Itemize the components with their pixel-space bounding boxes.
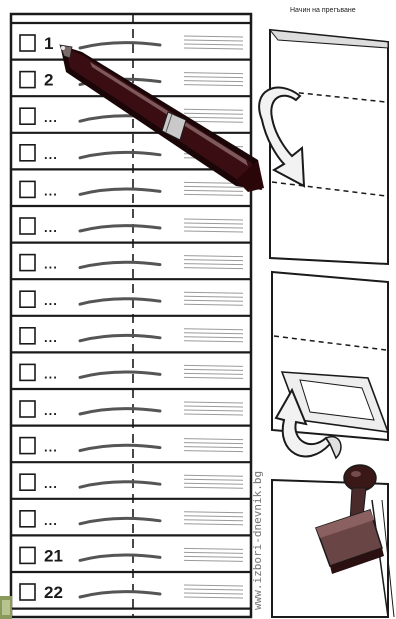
row-label: ... — [44, 293, 58, 308]
folding-caption: Начин на прегъване — [290, 7, 356, 14]
checkbox-icon — [20, 181, 35, 197]
row-label: ... — [44, 330, 58, 345]
checkbox-icon — [20, 474, 35, 490]
checkbox-icon — [20, 511, 35, 527]
checkbox-icon — [20, 255, 35, 271]
checkbox-icon — [20, 401, 35, 417]
checkbox-icon — [20, 108, 35, 124]
checkbox-icon — [20, 438, 35, 454]
row-label: ... — [44, 183, 58, 198]
checkbox-icon — [20, 328, 35, 344]
row-label: 2 — [44, 71, 53, 90]
corner-accent — [0, 596, 12, 619]
row-label: ... — [44, 220, 58, 235]
row-label: ... — [44, 257, 58, 272]
row-label: ... — [44, 366, 58, 381]
row-label: 21 — [44, 546, 63, 565]
checkbox-icon — [20, 72, 35, 88]
checkbox-icon — [20, 547, 35, 563]
row-label: 1 — [44, 34, 53, 53]
checkbox-icon — [20, 35, 35, 51]
row-label: ... — [44, 440, 58, 455]
checkbox-icon — [20, 218, 35, 234]
row-label: ... — [44, 110, 58, 125]
fold-panel-1 — [270, 30, 388, 264]
row-label: ... — [44, 147, 58, 162]
checkbox-icon — [20, 584, 35, 600]
checkbox-icon — [20, 145, 35, 161]
checkbox-icon — [20, 291, 35, 307]
row-label: 22 — [44, 583, 63, 602]
row-label: ... — [44, 403, 58, 418]
checkbox-icon — [20, 364, 35, 380]
row-label: ... — [44, 476, 58, 491]
watermark: www.izbori-dnevnik.bg — [251, 471, 264, 610]
row-label: ... — [44, 513, 58, 528]
